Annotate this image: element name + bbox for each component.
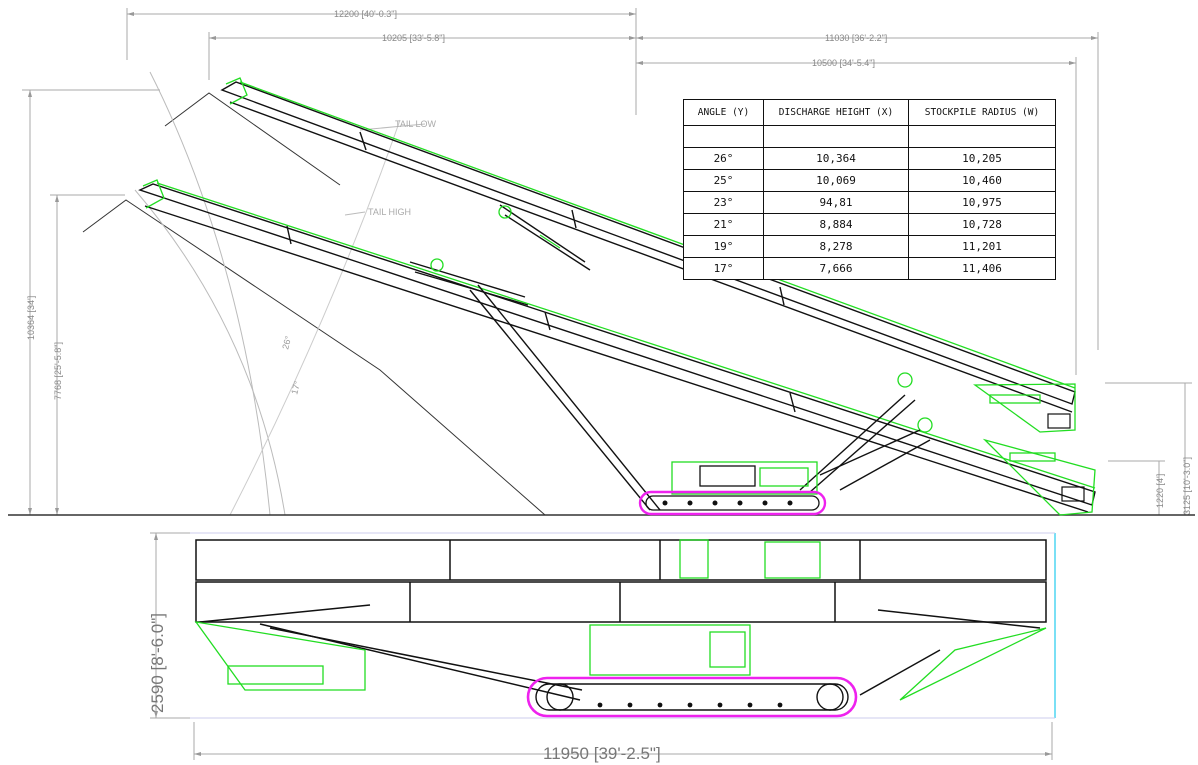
cell-radius: 10,460 — [908, 169, 1056, 192]
table-row: 26° 10,364 10,205 — [683, 147, 1056, 170]
chassis-side — [638, 461, 827, 516]
dim-right-lower: 10500 [34'-5.4"] — [812, 58, 875, 68]
cell-height: 10,364 — [763, 147, 909, 170]
dim-left-height-max: 10364 [34'] — [26, 296, 36, 340]
cell-radius: 11,406 — [908, 257, 1056, 280]
label-tail-low: TAIL LOW — [395, 119, 437, 129]
stockpile-profiles — [82, 71, 546, 516]
dim-top-overall: 12200 [40'-0.3"] — [334, 9, 397, 19]
cell-angle: 19° — [683, 235, 764, 258]
boom-high-green — [225, 77, 1076, 433]
cell-radius: 11,201 — [908, 235, 1056, 258]
table-row-blank — [683, 125, 1056, 148]
cell-radius: 10,728 — [908, 213, 1056, 236]
cell-height: 7,666 — [763, 257, 909, 280]
cell-angle: 23° — [683, 191, 764, 214]
label-angle-26: 26° — [280, 334, 293, 350]
cell-radius: 10,975 — [908, 191, 1056, 214]
cell-height: 8,884 — [763, 213, 909, 236]
table-row: 19° 8,278 11,201 — [683, 235, 1056, 258]
cell-angle: 21° — [683, 213, 764, 236]
crawler-wheels-side — [662, 500, 793, 506]
plan-view-green — [194, 539, 1047, 701]
table-row: 17° 7,666 11,406 — [683, 257, 1056, 280]
cell-height: 8,278 — [763, 235, 909, 258]
dimension-texts: 12200 [40'-0.3"] 10205 [33'-5.8"] 11030 … — [26, 9, 1192, 763]
dimension-lines — [22, 8, 1192, 760]
plan-crawler — [526, 676, 858, 718]
dim-plan-length: 11950 [39'-2.5"] — [543, 744, 661, 763]
dim-right-upper: 11030 [36'-2.2"] — [825, 33, 887, 43]
label-angle-17: 17° — [289, 379, 302, 395]
table-row: 21° 8,884 10,728 — [683, 213, 1056, 236]
cell-angle: 25° — [683, 169, 764, 192]
table-row: 25° 10,069 10,460 — [683, 169, 1056, 192]
cell-angle: 26° — [683, 147, 764, 170]
header-stockpile-radius: STOCKPILE RADIUS (W) — [908, 99, 1056, 126]
cell-angle: 17° — [683, 257, 764, 280]
dim-top-radius: 10205 [33'-5.8"] — [382, 33, 445, 43]
head-pulley-high — [1047, 413, 1071, 429]
cell-radius: 10,205 — [908, 147, 1056, 170]
header-angle: ANGLE (Y) — [683, 99, 764, 126]
header-discharge-height: DISCHARGE HEIGHT (X) — [763, 99, 909, 126]
label-tail-high: TAIL HIGH — [368, 207, 411, 217]
head-pulley-low — [1061, 486, 1085, 502]
cell-height: 94,81 — [763, 191, 909, 214]
plan-wheels — [597, 702, 783, 708]
spec-table-header: ANGLE (Y) DISCHARGE HEIGHT (X) STOCKPILE… — [683, 99, 1056, 126]
boom-low-green — [142, 179, 1096, 516]
plan-view — [195, 539, 1047, 701]
dim-right-small: 1220 [4'] — [1155, 474, 1165, 508]
cell-height: 10,069 — [763, 169, 909, 192]
dimension-arrows — [28, 12, 1098, 756]
spec-table: ANGLE (Y) DISCHARGE HEIGHT (X) STOCKPILE… — [683, 99, 1056, 280]
boom-low — [138, 183, 1096, 513]
table-row: 23° 94,81 10,975 — [683, 191, 1056, 214]
dim-right-tail-height: 3125 [10'-3.0"] — [1182, 457, 1192, 515]
dim-left-height-min: 7768 [25'-5.8"] — [53, 342, 63, 400]
dim-plan-width: 2590 [8'-6.0"] — [148, 613, 167, 713]
